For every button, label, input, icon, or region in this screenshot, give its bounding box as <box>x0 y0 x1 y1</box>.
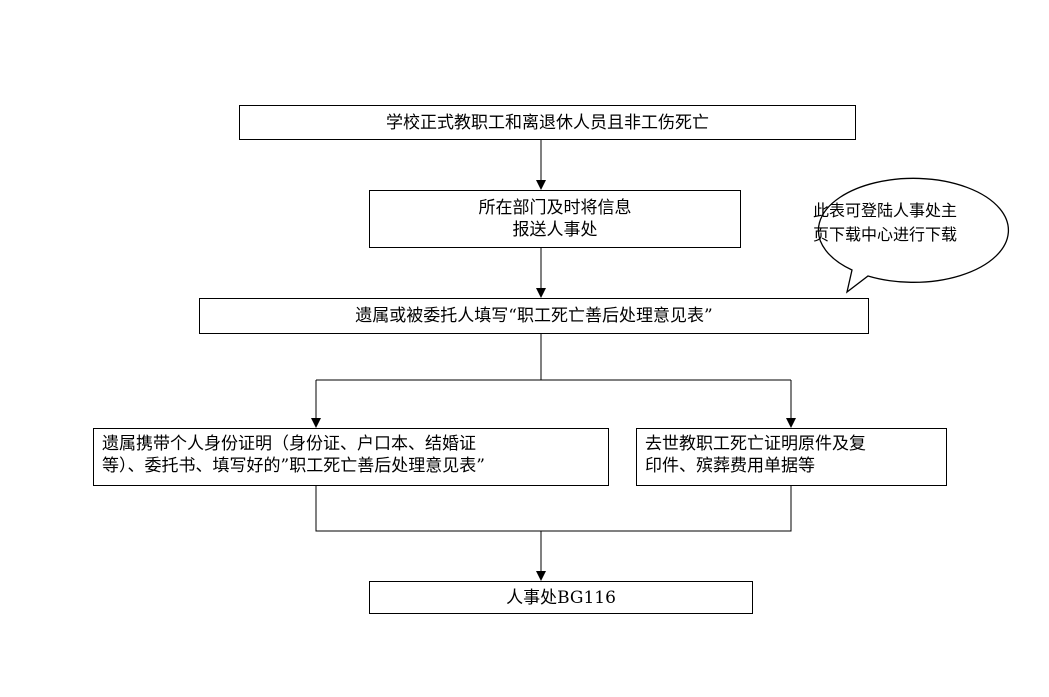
callout-text: 此表可登陆人事处主 页下载中心进行下载 <box>790 199 980 247</box>
merge-connector <box>315 486 792 532</box>
start-box: 学校正式教职工和离退休人员且非工伤死亡 <box>239 105 856 140</box>
callout-bubble <box>817 177 1009 294</box>
death-certificate-line2: 印件、殡葬费用单据等 <box>645 456 815 476</box>
death-certificate-line1: 去世教职工死亡证明原件及复 <box>645 434 866 454</box>
death-certificate-box: 去世教职工死亡证明原件及复 印件、殡葬费用单据等 <box>636 428 947 486</box>
notify-text-line2: 报送人事处 <box>512 220 598 240</box>
callout-line1: 此表可登陆人事处主 <box>812 201 957 220</box>
notify-text-line1: 所在部门及时将信息 <box>478 198 632 218</box>
form-fill-text: 遗属或被委托人填写“职工死亡善后处理意见表” <box>355 306 713 326</box>
family-documents-line2: 等）、委托书、填写好的”职工死亡善后处理意见表” <box>102 456 485 476</box>
start-text: 学校正式教职工和离退休人员且非工伤死亡 <box>386 112 709 133</box>
split-connector <box>316 334 542 381</box>
family-documents-line1: 遗属携带个人身份证明（身份证、户口本、结婚证 <box>102 434 476 454</box>
end-box: 人事处BG116 <box>369 581 753 614</box>
form-fill-box: 遗属或被委托人填写“职工死亡善后处理意见表” <box>199 298 869 334</box>
end-text: 人事处BG116 <box>506 587 616 608</box>
notify-box: 所在部门及时将信息 报送人事处 <box>369 190 741 248</box>
callout-line2: 页下载中心进行下载 <box>812 225 957 244</box>
family-documents-box: 遗属携带个人身份证明（身份证、户口本、结婚证 等）、委托书、填写好的”职工死亡善… <box>93 428 609 486</box>
